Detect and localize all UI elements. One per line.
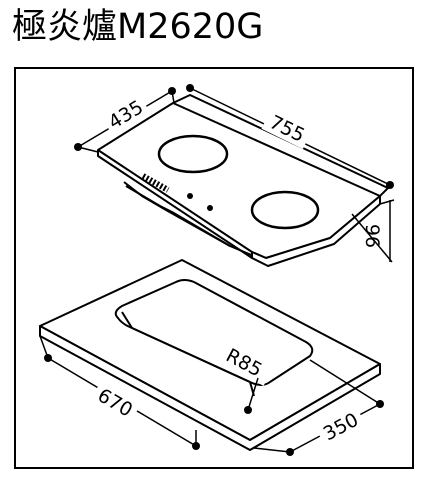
burner-left-icon: [157, 134, 229, 174]
dim-cutout-depth-endpoint-2-icon: [376, 400, 384, 408]
control-panel: [141, 173, 213, 211]
cooktop-burners: [157, 134, 320, 230]
cooktop-drawing: [97, 94, 389, 267]
dim-height-extension-bottom: [351, 213, 393, 263]
dim-cooktop-height: [351, 199, 395, 263]
dim-width-endpoint-1-icon: [186, 84, 194, 92]
dim-cutout-depth-label-bg: [315, 406, 367, 448]
dim-radius-point-icon: [244, 406, 252, 414]
burner-right-icon: [250, 190, 320, 230]
dim-height-label: 96: [361, 224, 383, 248]
dim-radius-label-bg: [215, 341, 274, 386]
dim-cutout-width-label-bg: [89, 381, 141, 425]
dim-radius-leader: [247, 377, 259, 411]
cooktop-underbody-front: [125, 185, 231, 247]
control-knob-1-icon: [187, 193, 193, 199]
dim-cutout-width-endpoint-1-icon: [44, 354, 52, 362]
dim-width-endpoint-2-icon: [386, 181, 394, 189]
dim-cutout-depth-extension-1: [253, 447, 291, 453]
dim-depth-label-bg: [101, 94, 151, 136]
dim-depth-endpoint-1-icon: [74, 143, 82, 151]
dim-cutout-depth-endpoint-1-icon: [286, 448, 294, 456]
control-display-strip: [141, 173, 170, 193]
dim-cutout-depth-extension-2: [309, 359, 381, 405]
control-knob-2-icon: [207, 205, 213, 211]
dim-height-extension-top: [379, 199, 395, 205]
dim-cutout-width-endpoint-2-icon: [192, 442, 200, 450]
dim-width-label-bg: [261, 109, 313, 149]
cutout-drawing: [39, 259, 381, 451]
diagram-frame: [14, 67, 414, 469]
dim-depth-endpoint-2-icon: [168, 87, 176, 95]
product-title: 極炎爐M2620G: [12, 7, 264, 47]
